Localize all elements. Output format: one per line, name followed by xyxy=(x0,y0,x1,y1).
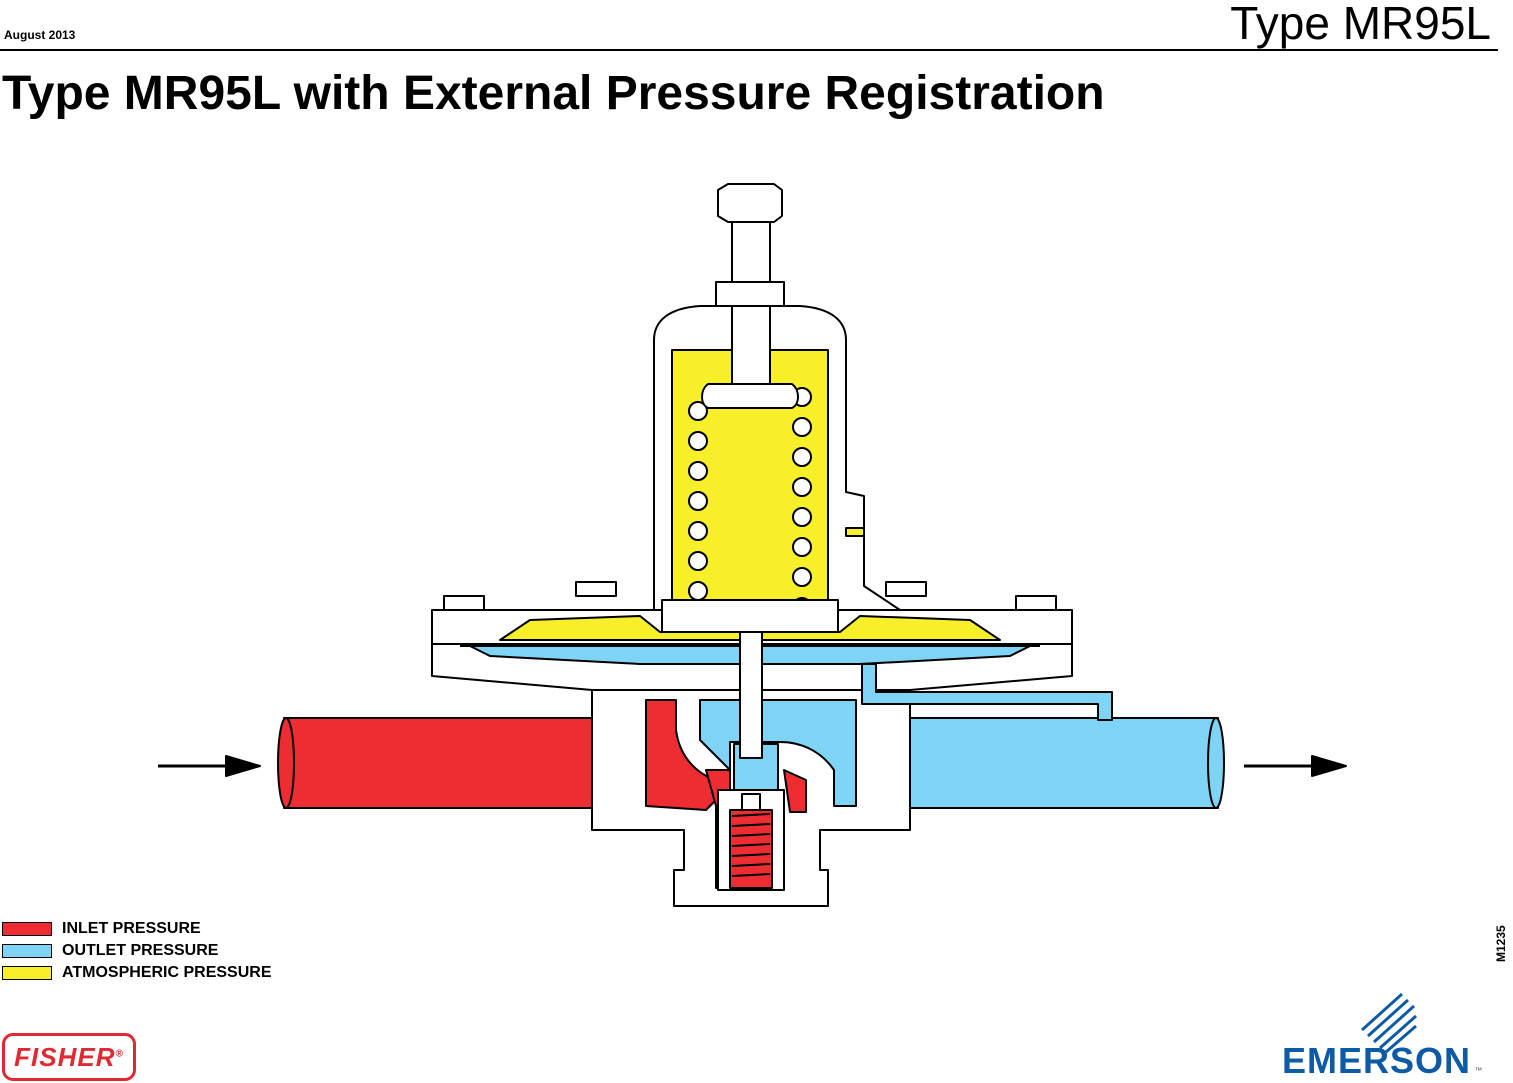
flange-bolt xyxy=(885,581,927,597)
legend-label-inlet: INLET PRESSURE xyxy=(62,920,201,937)
inlet-right-chamber xyxy=(783,769,807,813)
external-registration-line xyxy=(861,663,1113,721)
legend-item-atmospheric: ATMOSPHERIC PRESSURE xyxy=(2,962,272,984)
outlet-flow-arrow xyxy=(1244,755,1347,777)
page-title: Type MR95L with External Pressure Regist… xyxy=(2,67,1105,120)
main-spring xyxy=(688,387,812,617)
outlet-pipe xyxy=(859,717,1225,809)
inlet-pipe-body xyxy=(283,717,615,809)
document-date: August 2013 xyxy=(4,28,76,42)
emerson-logo: EMERSON ™ xyxy=(1282,990,1504,1082)
plug-spring xyxy=(731,813,771,877)
legend-label-atmospheric: ATMOSPHERIC PRESSURE xyxy=(62,964,272,981)
fisher-logo: FISHER® xyxy=(2,1033,136,1081)
legend-swatch-inlet xyxy=(2,922,52,936)
inlet-pipe-end xyxy=(277,717,295,809)
figure-code: M1235 xyxy=(1494,925,1508,962)
legend-item-outlet: OUTLET PRESSURE xyxy=(2,940,272,962)
product-model: Type MR95L xyxy=(1230,0,1491,49)
outlet-pipe-end xyxy=(1207,717,1225,809)
lower-spring-seat xyxy=(661,599,839,633)
legend-label-outlet: OUTLET PRESSURE xyxy=(62,942,219,959)
inlet-pipe xyxy=(277,717,641,809)
flange-bolt xyxy=(443,595,485,611)
legend-swatch-atmospheric xyxy=(2,966,52,980)
upper-spring-seat xyxy=(701,383,799,409)
emerson-logo-mark-icon xyxy=(1360,992,1417,1054)
vent xyxy=(845,527,865,537)
valve-plug xyxy=(741,793,761,811)
legend-swatch-outlet xyxy=(2,944,52,958)
adjusting-screw xyxy=(731,221,771,407)
fisher-logo-text: FISHER® xyxy=(14,1041,124,1072)
locknut xyxy=(715,281,785,307)
adjusting-screw-head xyxy=(717,183,783,223)
legend-item-inlet: INLET PRESSURE xyxy=(2,918,272,940)
flange-bolt xyxy=(1015,595,1057,611)
diaphragm-atmospheric-chamber xyxy=(499,615,1001,641)
header-divider xyxy=(0,49,1498,51)
outlet-pipe-body xyxy=(905,717,1219,809)
pressure-legend: INLET PRESSURE OUTLET PRESSURE ATMOSPHER… xyxy=(2,918,272,984)
valve-stem xyxy=(739,631,763,759)
flange-bolt xyxy=(575,581,617,597)
emerson-logo-text: EMERSON ™ xyxy=(1282,1040,1484,1081)
inlet-flow-arrow xyxy=(158,755,261,777)
